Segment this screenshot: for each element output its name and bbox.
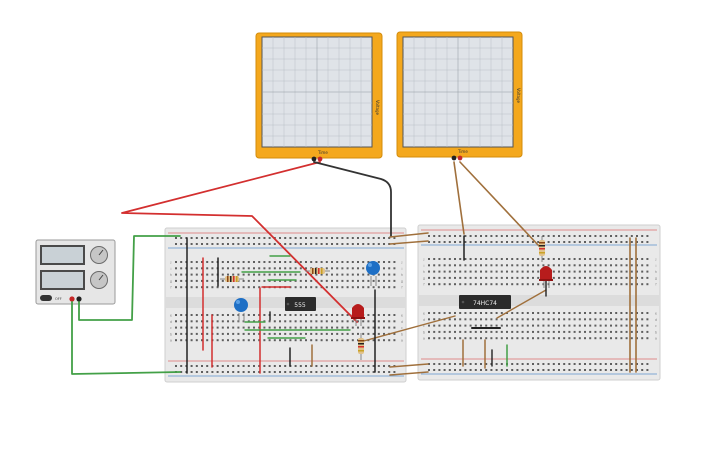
row-letter: c bbox=[170, 326, 172, 330]
power-supply[interactable]: OFF bbox=[35, 239, 116, 305]
signal-wire[interactable] bbox=[359, 315, 456, 343]
row-letter: a bbox=[423, 337, 425, 341]
row-letter: h bbox=[170, 273, 172, 277]
oscilloscope-2[interactable]: Time Voltage bbox=[396, 31, 523, 161]
row-letter: d bbox=[170, 320, 172, 324]
row-letter: g bbox=[423, 276, 425, 280]
row-letter: h bbox=[423, 270, 425, 274]
row-letter: f bbox=[170, 286, 172, 290]
breadboard-1-holes[interactable] bbox=[175, 237, 396, 373]
scope-2-wire-a[interactable] bbox=[453, 161, 465, 235]
scope-2-terminal-positive[interactable] bbox=[457, 155, 463, 161]
row-letter: g bbox=[170, 279, 172, 283]
row-letter: i bbox=[171, 267, 172, 271]
scope-1-black-wire[interactable] bbox=[313, 161, 392, 237]
scope-2-terminal-negative[interactable] bbox=[451, 155, 457, 161]
scope-1-terminal-positive[interactable] bbox=[317, 156, 323, 162]
row-letter: g bbox=[401, 279, 403, 283]
row-letter: c bbox=[655, 324, 657, 328]
scope-1-terminal-negative[interactable] bbox=[311, 156, 317, 162]
capacitor-1[interactable] bbox=[366, 261, 380, 286]
timer-555-chip[interactable]: 555 bbox=[285, 297, 316, 311]
chip-74hc74-label: 74HC74 bbox=[473, 300, 497, 307]
scope-2-wire-b[interactable] bbox=[459, 161, 540, 247]
resistor-4[interactable] bbox=[539, 236, 545, 262]
power-negative-wire[interactable] bbox=[78, 235, 181, 321]
row-letter: j bbox=[423, 258, 425, 262]
row-letter: i bbox=[656, 264, 657, 268]
row-letter: h bbox=[655, 270, 657, 274]
power-supply-terminal-negative[interactable] bbox=[76, 296, 82, 302]
row-letter: d bbox=[401, 320, 403, 324]
resistor-3[interactable] bbox=[358, 333, 364, 360]
row-letter: f bbox=[655, 283, 657, 287]
scope-2-grid bbox=[403, 37, 513, 147]
row-letter: j bbox=[401, 261, 403, 265]
row-letter: a bbox=[401, 339, 403, 343]
row-letter: i bbox=[424, 264, 425, 268]
scope-1-red-wire[interactable] bbox=[121, 161, 358, 323]
row-letter: f bbox=[401, 286, 403, 290]
row-letter: d bbox=[655, 318, 657, 322]
flipflop-74hc74-chip[interactable]: 74HC74 bbox=[459, 295, 511, 309]
capacitor-2[interactable] bbox=[234, 298, 248, 322]
row-letter: e bbox=[170, 314, 172, 318]
power-switch[interactable] bbox=[40, 295, 52, 301]
resistor-2[interactable] bbox=[305, 268, 330, 274]
bridge-wire-bottom-2[interactable] bbox=[389, 371, 429, 376]
row-letter: c bbox=[423, 324, 425, 328]
row-letter: j bbox=[655, 258, 657, 262]
scope-2-y-label: Voltage bbox=[516, 88, 521, 104]
row-letter: e bbox=[401, 314, 403, 318]
scope-1-y-label: Voltage bbox=[375, 100, 380, 116]
row-letter: g bbox=[655, 276, 657, 280]
led-wire[interactable] bbox=[496, 289, 547, 319]
row-letter: f bbox=[423, 283, 425, 287]
row-letter: j bbox=[170, 261, 172, 265]
row-letter: b bbox=[423, 330, 426, 334]
breadboard-2[interactable] bbox=[417, 224, 661, 381]
bridge-wire-bottom-1[interactable] bbox=[389, 363, 429, 368]
row-letter: d bbox=[423, 318, 425, 322]
row-letter: b bbox=[170, 332, 173, 336]
led-1[interactable] bbox=[351, 304, 365, 326]
row-letter: c bbox=[401, 326, 403, 330]
row-letter: h bbox=[401, 273, 403, 277]
breadboard-row-letters: j e i d h c g b f a j e i d h c g b f a j e i d h c g b f a j e i d h c g b f a bbox=[170, 258, 658, 343]
scope-2-x-label: Time bbox=[457, 149, 468, 154]
bridge-wire-top-1[interactable] bbox=[389, 232, 429, 238]
power-positive-wire[interactable] bbox=[71, 301, 181, 375]
row-letter: a bbox=[655, 337, 657, 341]
scope-1-grid bbox=[262, 37, 372, 147]
power-switch-label: OFF bbox=[55, 297, 62, 301]
power-supply-terminal-positive[interactable] bbox=[69, 296, 75, 302]
row-letter: e bbox=[655, 312, 657, 316]
chip-555-label: 555 bbox=[294, 302, 306, 309]
scope-1-x-label: Time bbox=[317, 150, 328, 155]
row-letter: b bbox=[401, 332, 404, 336]
bridge-wire-top-2[interactable] bbox=[389, 240, 429, 245]
resistor-1[interactable] bbox=[220, 276, 244, 282]
oscilloscope-1[interactable]: Time Voltage bbox=[255, 32, 383, 162]
row-letter: b bbox=[655, 330, 658, 334]
row-letter: e bbox=[423, 312, 425, 316]
row-letter: a bbox=[170, 339, 172, 343]
row-letter: i bbox=[402, 267, 403, 271]
led-2[interactable] bbox=[539, 266, 553, 288]
